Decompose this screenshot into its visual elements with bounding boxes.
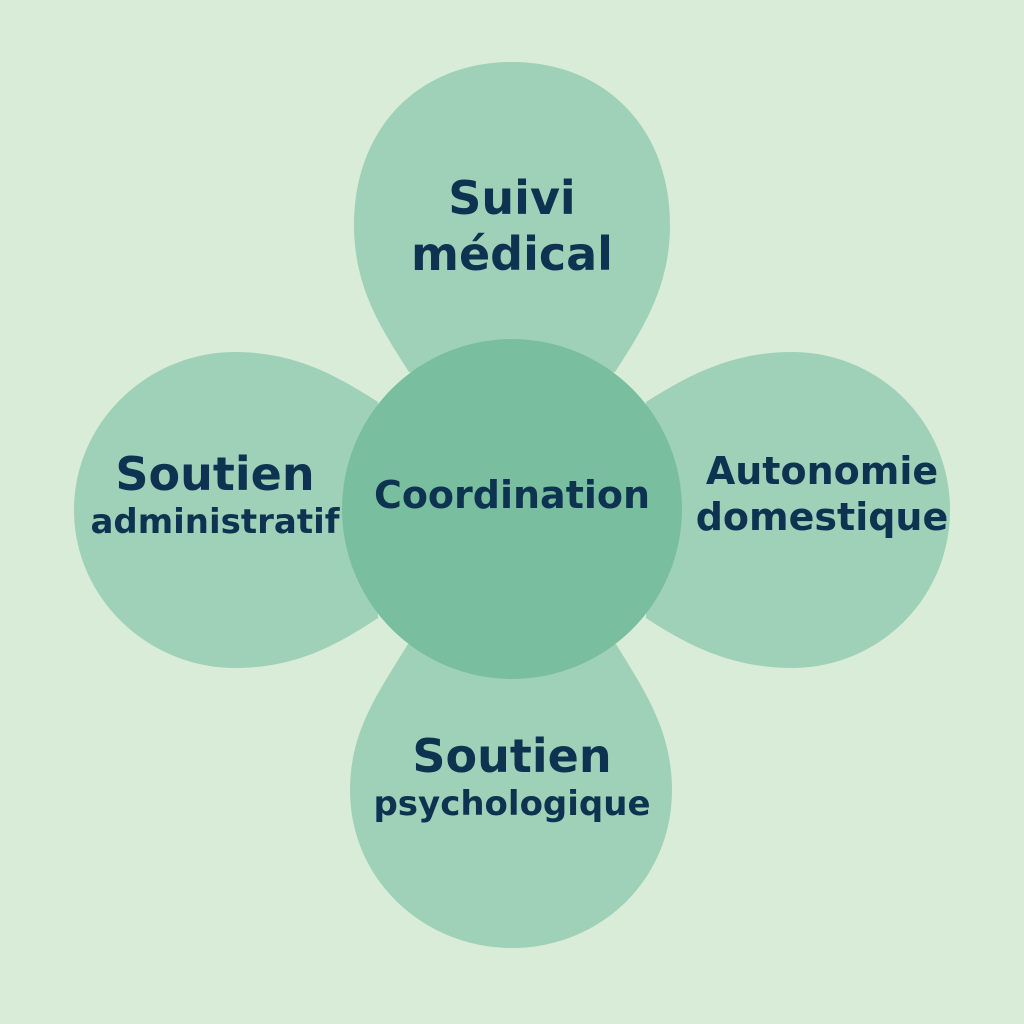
petal-right-line1: Autonomie [705,449,939,493]
petal-bottom-line1: Soutien [412,729,612,783]
petal-bottom-line2: psychologique [373,784,651,825]
center-label-text: Coordination [373,473,651,517]
petal-top [354,62,670,372]
petal-left-line2: administratif [90,502,340,543]
petal-left [74,352,378,668]
petal-left-line1: Soutien [115,447,315,501]
petal-left-label: Soutien administratif [70,446,360,544]
petal-top-line1: Suivi [448,171,576,225]
petal-right-label: Autonomie domestique [672,448,972,541]
petal-top-label: Suivi médical [362,170,662,282]
petal-top-line2: médical [411,227,613,282]
petal-right [646,352,950,668]
petal-right-line2: domestique [695,495,949,540]
petal-bottom [350,644,672,948]
center-circle [342,339,682,679]
petal-bottom-label: Soutien psychologique [352,728,672,826]
center-label: Coordination [340,472,684,518]
